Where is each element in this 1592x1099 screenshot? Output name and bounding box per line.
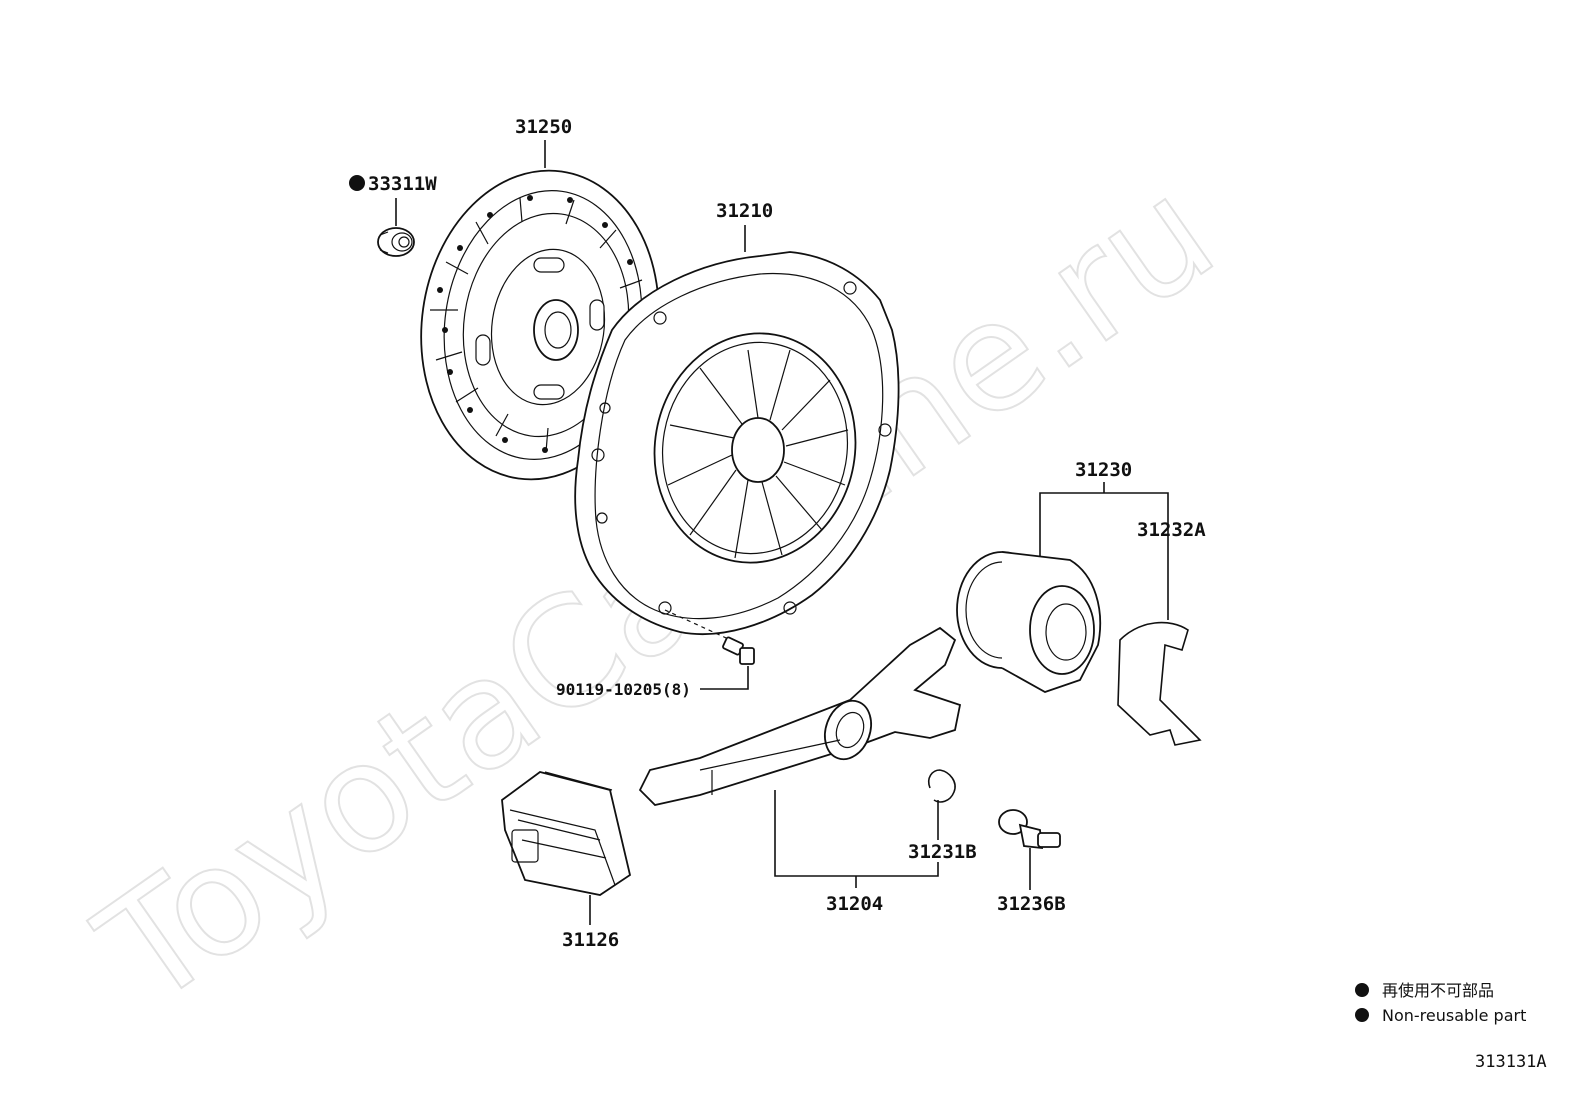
- release-bearing-part[interactable]: [956, 551, 1102, 693]
- label-31204[interactable]: 31204: [826, 893, 883, 915]
- label-31232a[interactable]: 31232A: [1137, 519, 1206, 541]
- label-31210[interactable]: 31210: [716, 200, 773, 222]
- fork-clip-part[interactable]: [927, 769, 956, 803]
- diagram-code: 313131A: [1475, 1052, 1547, 1072]
- label-31236b[interactable]: 31236B: [997, 893, 1066, 915]
- non-reusable-marker: [349, 175, 365, 191]
- release-clip-part[interactable]: [1117, 621, 1202, 746]
- label-31250[interactable]: 31250: [515, 116, 572, 138]
- release-fork-boot-part[interactable]: [501, 771, 632, 896]
- legend-en: Non-reusable part: [1382, 1006, 1526, 1025]
- label-31230[interactable]: 31230: [1075, 459, 1132, 481]
- legend-jp: 再使用不可部品: [1382, 981, 1494, 1000]
- label-90119-10205[interactable]: 90119-10205(8): [556, 680, 691, 699]
- legend-marker-jp: [1355, 983, 1369, 997]
- clutch-cover-part[interactable]: [574, 251, 900, 635]
- cover-bolt-part[interactable]: [722, 636, 755, 665]
- label-31231b[interactable]: 31231B: [908, 841, 977, 863]
- label-31126[interactable]: 31126: [562, 929, 619, 951]
- pilot-bearing-part[interactable]: [377, 227, 415, 257]
- label-33311w[interactable]: 33311W: [368, 173, 437, 195]
- legend-marker-en: [1355, 1008, 1369, 1022]
- release-fork-part[interactable]: [638, 626, 962, 806]
- pivot-stud-part[interactable]: [998, 809, 1061, 850]
